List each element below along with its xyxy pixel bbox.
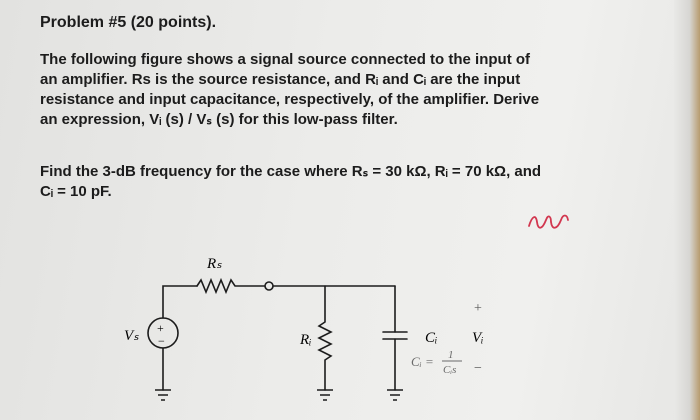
ri-resistor <box>317 285 333 391</box>
pencil-annotation-denominator: Cᵢs <box>443 364 456 376</box>
description-line: an amplifier. Rs is the source resistanc… <box>40 71 521 88</box>
ground-icon <box>387 389 403 401</box>
red-pen-scribble <box>528 214 569 229</box>
question-line: Cᵢ = 10 pF. <box>40 183 112 200</box>
vs-label: Vₛ <box>124 328 139 344</box>
voltage-source-icon <box>147 317 179 349</box>
ground-icon <box>317 389 333 401</box>
paper-edge-shadow <box>674 0 700 420</box>
question-line: Find the 3-dB frequency for the case whe… <box>40 163 542 180</box>
terminal-node <box>264 281 274 291</box>
vi-plus-sign: + <box>474 301 482 316</box>
ri-label: Rᵢ <box>299 332 312 348</box>
problem-description: The following figure shows a signal sour… <box>40 50 650 130</box>
description-line: an expression, Vᵢ (s) / Vₛ (s) for this … <box>40 111 398 128</box>
source-plus-sign: + <box>157 321 164 335</box>
ground-icon <box>155 389 171 401</box>
vi-minus-sign: − <box>474 361 482 376</box>
ci-label: Cᵢ <box>425 330 437 346</box>
pencil-annotation-numerator: 1 <box>448 349 454 361</box>
problem-title: Problem #5 (20 points). <box>40 14 217 31</box>
problem-question: Find the 3-dB frequency for the case whe… <box>40 162 650 202</box>
source-minus-sign: − <box>158 334 165 348</box>
pencil-annotation-left: Cᵢ = <box>411 354 434 369</box>
rs-label: Rₛ <box>206 256 222 272</box>
description-line: The following figure shows a signal sour… <box>40 51 531 68</box>
source-top-wire <box>162 285 198 319</box>
description-line: resistance and input capacitance, respec… <box>40 91 540 108</box>
vi-label: Vᵢ <box>472 330 484 346</box>
rs-resistor <box>196 277 266 295</box>
